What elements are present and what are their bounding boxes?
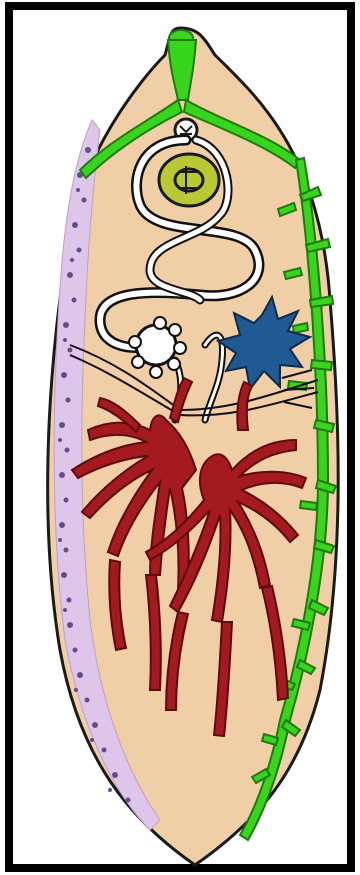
pharynx xyxy=(159,154,219,206)
